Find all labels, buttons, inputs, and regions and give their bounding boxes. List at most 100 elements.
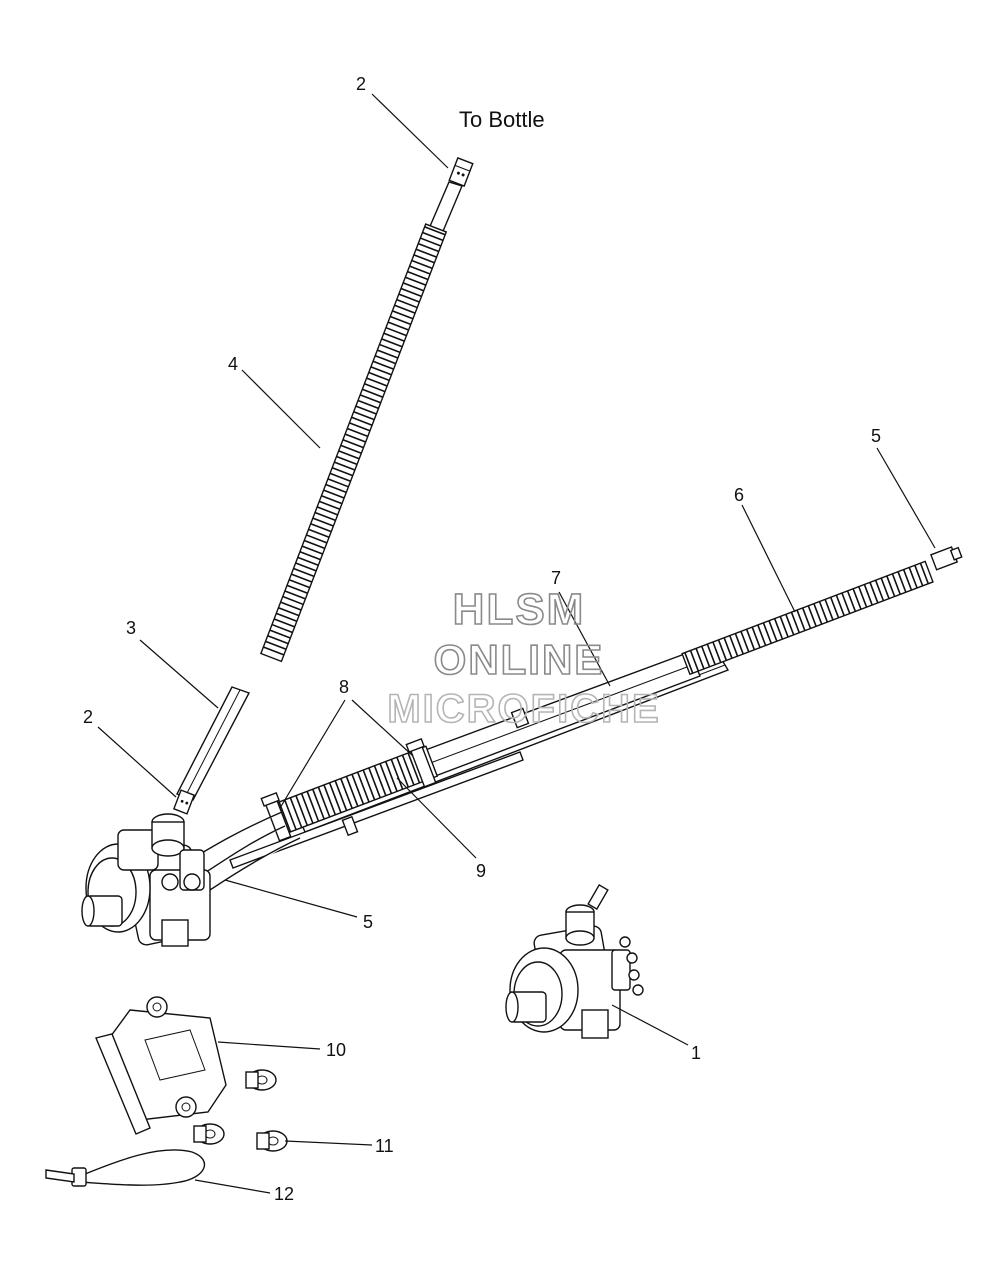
hose-rib <box>801 607 812 629</box>
hose-rib <box>762 622 772 644</box>
hose-rib <box>773 618 784 640</box>
hose-rib <box>312 517 334 527</box>
hose-rib <box>379 343 401 354</box>
pump-assembly-installed <box>81 813 211 947</box>
hose-rib <box>420 237 442 247</box>
hose-rib <box>740 631 750 653</box>
hose-rib <box>269 629 291 639</box>
hose-rib <box>329 472 351 482</box>
hose-rib <box>362 388 384 398</box>
hose-rib <box>297 556 319 566</box>
clamp-8a <box>260 791 292 842</box>
hose-rib <box>340 444 362 454</box>
watermark: HLSM ONLINE MICROFICHE <box>387 584 660 732</box>
hose-rib <box>306 534 328 544</box>
callout-4: 4 <box>228 354 238 374</box>
hose-rib <box>689 650 700 672</box>
hose-rib <box>723 637 733 659</box>
hose-rib <box>283 799 297 831</box>
hose-rib <box>734 633 744 655</box>
hose-rib <box>796 609 806 631</box>
callout-10: 10 <box>326 1040 346 1060</box>
hose-rib <box>415 248 437 258</box>
callout-1: 1 <box>691 1043 701 1063</box>
hose-rib <box>356 771 370 803</box>
end-fitting-5 <box>930 546 963 571</box>
hose-rib <box>288 579 311 589</box>
hose-rib <box>372 360 394 370</box>
hose-rib <box>869 582 879 604</box>
callout-5-low: 5 <box>363 912 373 932</box>
hose-rib <box>340 778 353 809</box>
hose-rib <box>368 371 390 382</box>
hose-rib <box>271 623 293 634</box>
hose-rib <box>384 761 398 792</box>
hose-rib <box>908 567 918 589</box>
hose-rib <box>327 478 349 488</box>
hose-rib <box>282 595 304 606</box>
hose-rib <box>351 416 373 426</box>
tube-clip <box>341 815 359 837</box>
hose-rib <box>385 326 407 337</box>
hose-rib <box>405 276 427 286</box>
rod-clip <box>510 707 530 729</box>
hose-rib <box>323 784 337 816</box>
hose-rib <box>695 648 705 670</box>
hose-rib <box>407 270 429 281</box>
hose-rib <box>284 590 306 600</box>
hose-rib <box>308 528 330 538</box>
hose-rib <box>373 765 387 796</box>
hose-rib <box>328 782 342 814</box>
callout-5-right: 5 <box>871 426 881 446</box>
hose-rib <box>757 624 767 646</box>
hose-rib <box>295 795 309 826</box>
hose-rib <box>807 605 817 627</box>
hose-rib <box>353 410 375 421</box>
hose-rib <box>402 282 424 292</box>
corrugated-hose-6 <box>681 560 934 676</box>
watermark-line-1: HLSM <box>453 585 586 634</box>
hose-rib <box>841 592 851 614</box>
hose-rib <box>314 511 336 522</box>
hose-rib <box>396 756 410 788</box>
callout-11: 11 <box>375 1136 394 1156</box>
hose-rib <box>813 603 823 625</box>
hose-rib <box>422 231 444 242</box>
hose-rib <box>346 427 369 438</box>
hose-rib <box>886 575 896 597</box>
hose-rib <box>374 354 397 365</box>
clamp-8b <box>405 737 437 788</box>
hose-rib <box>407 752 421 784</box>
hose-rib <box>768 620 778 642</box>
hose-rib <box>362 769 376 801</box>
corrugated-hose-4 <box>259 223 448 663</box>
watermark-line-3: MICROFICHE <box>387 687 660 731</box>
hose-rib <box>366 377 388 387</box>
hose-rib <box>790 611 801 634</box>
hose-rib <box>310 522 332 533</box>
pump-1 <box>505 884 644 1039</box>
callout-12: 12 <box>274 1184 294 1204</box>
hose-rib <box>344 433 366 443</box>
hose-rib <box>902 569 913 591</box>
hose-rib <box>359 394 381 404</box>
hose-rib <box>401 754 415 786</box>
hose-rib <box>717 639 728 661</box>
bottle-hose-assembly <box>172 157 474 815</box>
hose-rib <box>396 298 418 309</box>
hose-rib <box>267 635 289 645</box>
callout-9: 9 <box>476 861 486 881</box>
fasteners-11 <box>193 1069 288 1152</box>
hose-rib <box>306 791 320 822</box>
hose-rib <box>345 776 359 807</box>
hose-rib <box>409 265 431 275</box>
hose-rib <box>897 571 907 593</box>
hose-rib <box>379 763 393 794</box>
hose-rib <box>700 645 711 668</box>
leader-lines <box>97 93 936 1194</box>
hose-rib <box>383 332 405 342</box>
hose-rib <box>291 573 313 583</box>
tube-lower <box>229 751 524 869</box>
hose-rib <box>336 455 358 466</box>
hose-rib <box>824 599 834 621</box>
